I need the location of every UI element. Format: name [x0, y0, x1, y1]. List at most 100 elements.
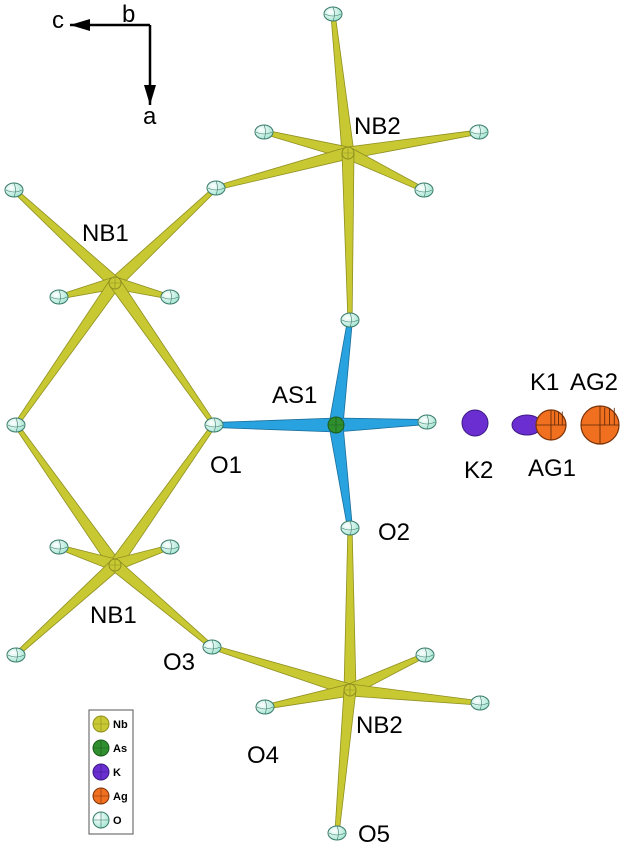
oxygen-ellipsoid — [6, 647, 26, 663]
oxygen-ellipsoid — [417, 414, 437, 430]
oxygen-ellipsoid — [327, 825, 347, 841]
oxygen-atom — [327, 825, 347, 841]
oxygen-principal-axes — [418, 414, 436, 430]
oxygen-principal-axes — [50, 289, 68, 305]
oxygen-principal-axes — [341, 312, 359, 328]
label-nb1-top: NB1 — [82, 220, 129, 247]
oxygen-atom — [323, 6, 343, 22]
oxygen-principal-axes — [328, 825, 346, 841]
niobium-atom-nb2-bottom-principal-axes — [344, 684, 356, 696]
oxygen-principal-axes — [471, 695, 489, 711]
oxygen-atom — [49, 289, 69, 305]
oxygen-ellipsoid — [4, 182, 24, 198]
silver-atom-ag2 — [580, 405, 620, 445]
niobium-atom-nb1-top-principal-axes — [109, 277, 121, 289]
oxygen-atom — [340, 520, 360, 536]
oxygen-atom — [4, 182, 24, 198]
label-o1: O1 — [210, 452, 242, 479]
oxygen-ellipsoid — [6, 417, 26, 433]
niobium-atom-nb1-bottom — [108, 558, 122, 572]
bond-o_as_top-Nb2t — [341, 152, 355, 321]
bond-o1-As1 — [213, 417, 337, 433]
silver-atom-ag2-octant-lines — [581, 406, 619, 444]
oxygen-atom — [469, 124, 489, 140]
oxygen-ellipsoid — [414, 182, 434, 198]
label-nb1-bottom: NB1 — [90, 602, 137, 629]
niobium-atom-nb2-top — [341, 146, 355, 160]
axis-a-arrowhead — [144, 85, 156, 105]
legend-marker-axes — [93, 740, 109, 756]
bond-o_nb2nb1-Nb2t — [214, 146, 351, 191]
axes-indicator: c b a — [52, 1, 157, 130]
axis-b-label: b — [122, 1, 135, 28]
oxygen-principal-axes — [161, 539, 179, 555]
oxygen-ellipsoid — [255, 699, 275, 715]
bond-o4-Nb2b — [264, 683, 352, 710]
oxygen-principal-axes — [161, 289, 179, 305]
oxygen-ellipsoid — [202, 639, 222, 655]
label-k1: K1 — [530, 369, 559, 396]
legend-item-as: As — [92, 739, 127, 757]
legend-marker-axes — [93, 788, 109, 804]
oxygen-ellipsoid — [49, 289, 69, 305]
bond-o_t3-Nb2t — [344, 147, 426, 193]
bond-o2-Nb2b — [343, 527, 357, 691]
oxygen-ellipsoid — [204, 417, 224, 433]
oxygen-atom — [414, 182, 434, 198]
legend-label-as: As — [113, 743, 127, 755]
oxygen-atom — [470, 695, 490, 711]
legend-item-nb: Nb — [92, 715, 128, 733]
axis-a-label: a — [143, 103, 157, 130]
legend-marker-axes — [93, 812, 109, 828]
oxygen-principal-axes — [324, 6, 342, 22]
label-o3: O3 — [163, 649, 195, 676]
bond-o_top-Nb2t — [330, 13, 355, 155]
oxygen-principal-axes — [341, 520, 359, 536]
label-ag2: AG2 — [570, 369, 618, 396]
bond-layer — [12, 13, 481, 834]
label-o4: O4 — [247, 742, 279, 769]
oxygen-principal-axes — [203, 639, 221, 655]
oxygen-atom — [254, 124, 274, 140]
niobium-atom-nb1-top — [108, 276, 122, 290]
oxygen-ellipsoid — [254, 124, 274, 140]
legend-item-o: O — [92, 811, 122, 829]
atom-layer — [4, 6, 620, 841]
axis-c-label: c — [52, 7, 64, 34]
oxygen-principal-axes — [205, 417, 223, 433]
oxygen-ellipsoid — [160, 539, 180, 555]
bond-o3-Nb2b — [210, 644, 353, 697]
oxygen-principal-axes — [255, 124, 273, 140]
oxygen-atom — [255, 699, 275, 715]
oxygen-atom — [417, 414, 437, 430]
legend-label-k: K — [113, 767, 121, 779]
atom-labels: NB2 NB1 AS1 O1 O2 K1 K2 AG1 AG2 NB1 O3 O… — [82, 113, 618, 846]
oxygen-ellipsoid — [470, 695, 490, 711]
label-k2: K2 — [464, 457, 493, 484]
oxygen-atom — [340, 312, 360, 328]
label-nb2-top: NB2 — [354, 113, 401, 140]
silver-atom-ag1-octant-lines — [536, 410, 566, 440]
oxygen-ellipsoid — [340, 312, 360, 328]
oxygen-ellipsoid — [49, 539, 69, 555]
oxygen-ellipsoid — [340, 520, 360, 536]
label-o5: O5 — [358, 821, 390, 846]
arsenic-atom-as1 — [327, 416, 345, 434]
oxygen-principal-axes — [207, 180, 225, 196]
oxygen-atom — [160, 289, 180, 305]
bond-o_as_right-As1 — [335, 417, 428, 433]
legend-item-k: K — [92, 763, 121, 781]
axis-c-arrowhead — [70, 19, 90, 31]
oxygen-ellipsoid — [469, 124, 489, 140]
niobium-atom-nb2-top-principal-axes — [342, 147, 354, 159]
niobium-atom-nb1-bottom-principal-axes — [109, 559, 121, 571]
oxygen-principal-axes — [7, 417, 25, 433]
legend-item-ag: Ag — [92, 787, 128, 805]
oxygen-ellipsoid — [160, 289, 180, 305]
oxygen-ellipsoid — [323, 6, 343, 22]
label-ag1: AG1 — [528, 455, 576, 482]
legend-label-o: O — [113, 815, 122, 827]
